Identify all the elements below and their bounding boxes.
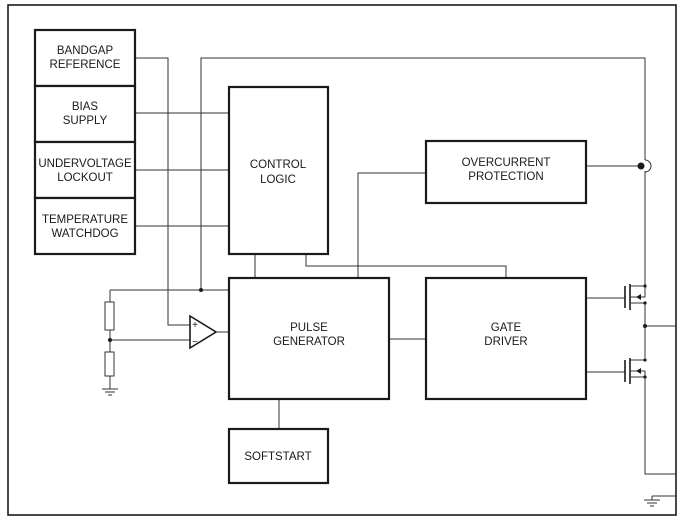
control-logic-label-line2: LOGIC: [260, 174, 296, 186]
gate-driver-block: GATE DRIVER: [424, 276, 588, 401]
temperature-watchdog-label-line1: TEMPERATURE: [42, 214, 128, 226]
diagram-frame: [7, 4, 677, 516]
bias-supply-label-line1: BIAS: [72, 101, 99, 113]
bias-supply-block: BIAS SUPPLY: [33, 84, 137, 144]
ground-icon: [644, 496, 660, 507]
undervoltage-lockout-block: UNDERVOLTAGE LOCKOUT: [33, 140, 137, 200]
softstart-label: SOFTSTART: [244, 451, 311, 463]
softstart-block: SOFTSTART: [227, 427, 330, 485]
pulse-generator-block: PULSE GENERATOR: [227, 276, 391, 401]
overcurrent-protection-block: OVERCURRENT PROTECTION: [424, 139, 588, 205]
control-logic-block: CONTROL LOGIC: [227, 85, 330, 256]
high-side-mosfet-icon: [624, 284, 647, 310]
bandgap-reference-label-line1: BANDGAP: [57, 45, 114, 57]
resistor-bottom-icon: [104, 351, 115, 377]
comparator-minus-label: −: [192, 337, 198, 348]
overcurrent-protection-label-line2: PROTECTION: [468, 171, 543, 183]
resistor-top-icon: [104, 301, 115, 331]
ground-icon: [102, 388, 118, 396]
low-side-mosfet-icon: [624, 358, 647, 384]
bandgap-reference-block: BANDGAP REFERENCE: [33, 28, 137, 88]
gate-driver-label-line1: GATE: [491, 322, 522, 334]
undervoltage-lockout-label-line2: LOCKOUT: [57, 172, 113, 184]
bandgap-reference-label-line2: REFERENCE: [50, 59, 121, 71]
undervoltage-lockout-label-line1: UNDERVOLTAGE: [38, 158, 132, 170]
gate-driver-label-line2: DRIVER: [484, 336, 527, 348]
wires: [109, 57, 676, 497]
bias-supply-label-line2: SUPPLY: [63, 115, 108, 127]
temperature-watchdog-block: TEMPERATURE WATCHDOG: [33, 196, 137, 256]
control-logic-label-line1: CONTROL: [250, 159, 307, 171]
comparator: + −: [189, 314, 218, 350]
sense-terminal-icon: [644, 159, 652, 173]
comparator-plus-label: +: [192, 320, 198, 331]
overcurrent-protection-label-line1: OVERCURRENT: [462, 157, 551, 169]
temperature-watchdog-label-line2: WATCHDOG: [51, 228, 118, 240]
junction-dots: [108, 162, 647, 342]
pulse-generator-label-line2: GENERATOR: [273, 336, 345, 348]
pulse-generator-label-line1: PULSE: [290, 322, 328, 334]
